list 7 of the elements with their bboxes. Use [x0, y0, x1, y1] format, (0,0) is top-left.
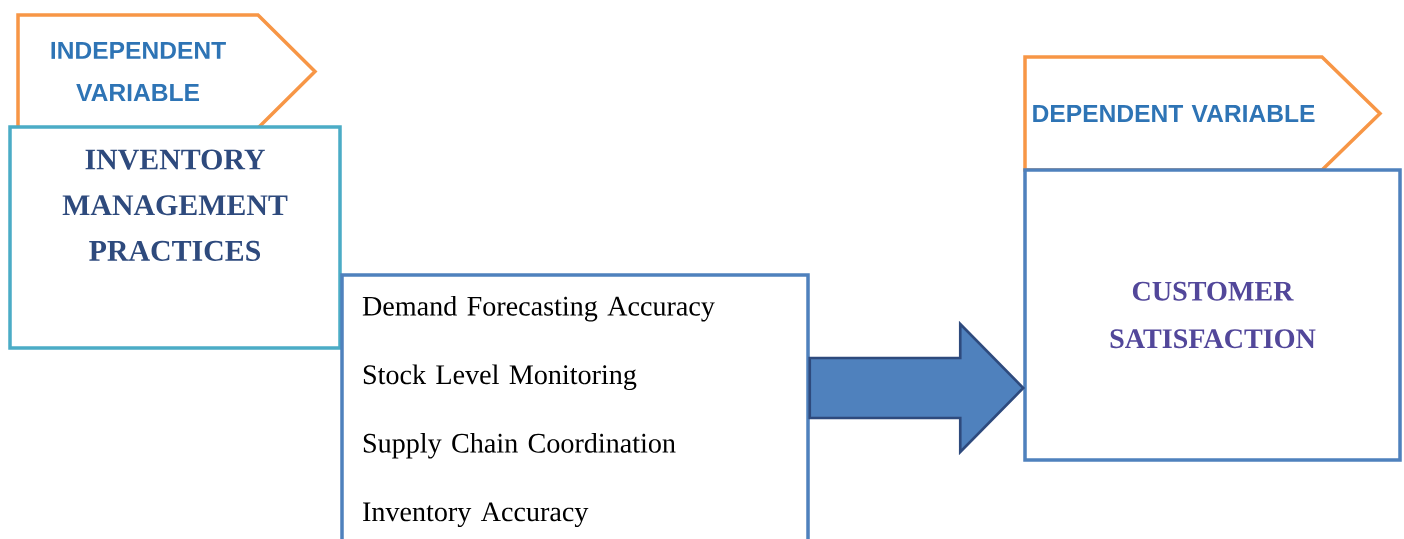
indicator-box: [340, 273, 810, 539]
concept-box: CUSTOMER SATISFACTION: [1023, 168, 1402, 462]
indicator-text: Demand Forecasting Accuracy: [362, 295, 715, 322]
indicator-text: Supply Chain Coordination: [363, 432, 676, 459]
block-arrow: [808, 320, 1026, 456]
indicator-text: Inventory Accuracy: [363, 502, 589, 528]
indicator-text: Stock Level Monitoring: [363, 364, 637, 390]
